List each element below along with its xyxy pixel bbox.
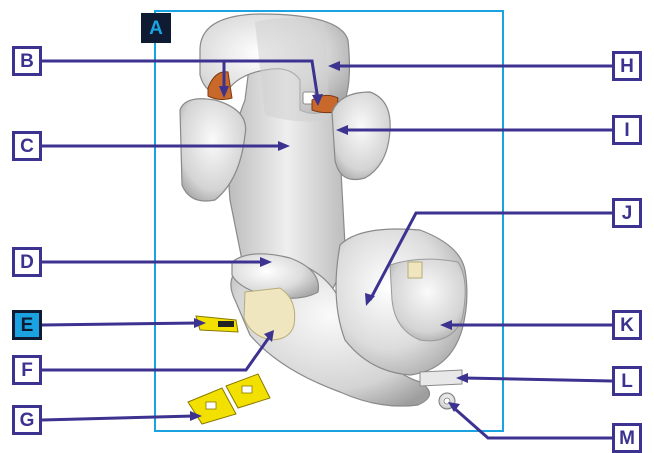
leader-m [454, 408, 612, 438]
label-i: I [612, 115, 642, 145]
label-a: A [141, 13, 171, 43]
label-c: C [12, 131, 42, 161]
label-l: L [612, 366, 642, 396]
base-adjust-bar [420, 370, 462, 386]
label-f: F [12, 355, 42, 385]
side-wing-right [332, 92, 390, 180]
leader-g [42, 416, 194, 420]
leader-e [42, 323, 198, 325]
label-j: J [612, 198, 642, 228]
belt-guide-right-lap [408, 262, 422, 278]
label-k: K [612, 310, 642, 340]
label-h: H [612, 51, 642, 81]
label-m: M [612, 423, 642, 453]
label-e: E [12, 310, 42, 340]
leader-b [42, 61, 224, 92]
leader-l [464, 378, 612, 381]
label-d: D [12, 247, 42, 277]
label-b: B [12, 46, 42, 76]
label-g: G [12, 405, 42, 435]
